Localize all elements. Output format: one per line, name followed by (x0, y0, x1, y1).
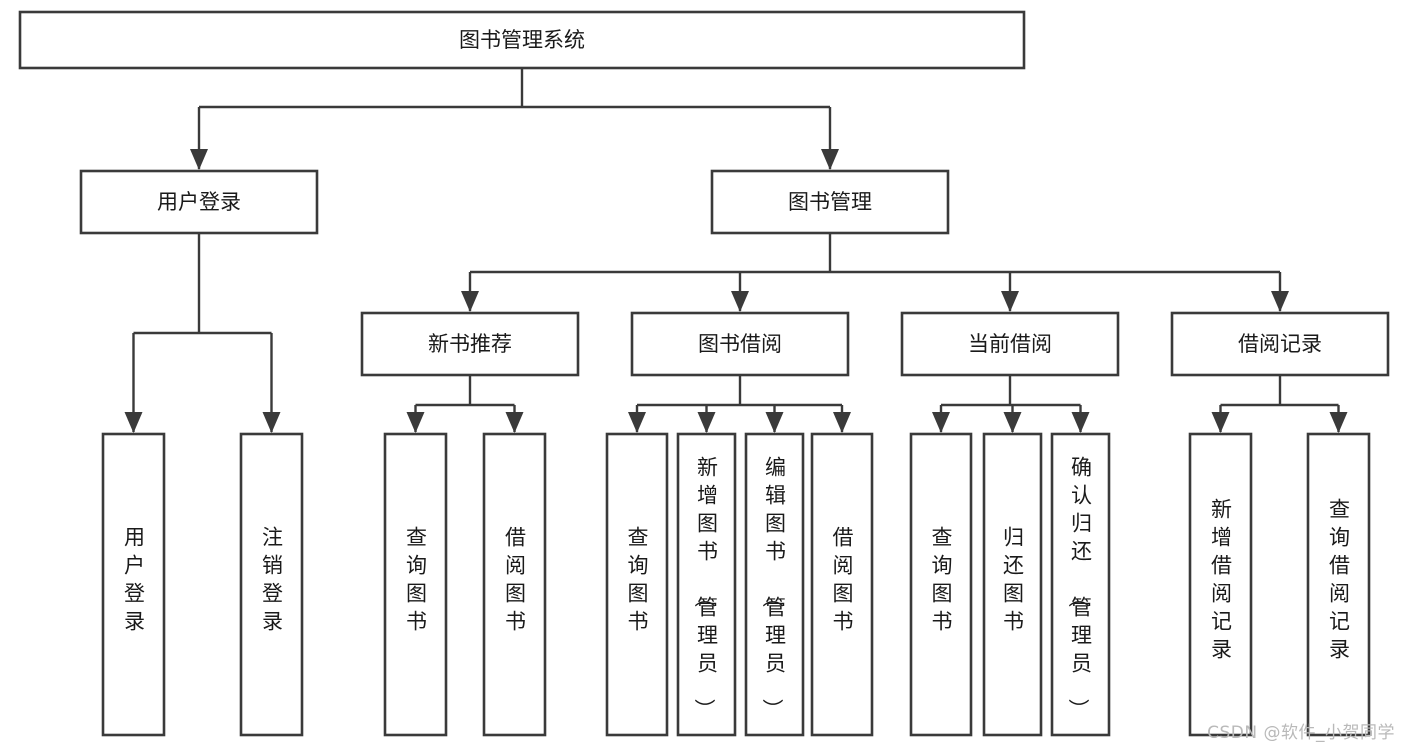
node-rect (982, 432, 1043, 737)
arrow-head-icon (505, 412, 524, 433)
node-rect (900, 311, 1120, 377)
node-label: 借阅图书 (505, 526, 526, 634)
arrow-head-icon (932, 412, 950, 433)
node-label: 查询图书 (406, 526, 427, 634)
arrow-head-icon (1001, 291, 1019, 312)
watermark-label: CSDN @软件_小贺同学 (1207, 723, 1395, 743)
leaf-node-10[interactable]: 确认归还（管理员） (1050, 432, 1111, 737)
arrow-head-icon (697, 412, 716, 433)
leaf-node-4[interactable]: 查询图书 (605, 432, 669, 737)
node-rect (482, 432, 547, 737)
level3-node-3[interactable]: 借阅记录 (1170, 311, 1390, 377)
node-rect (710, 169, 950, 235)
leaf-node-11[interactable]: 新增借阅记录 (1188, 432, 1253, 737)
node-rect (1050, 432, 1111, 737)
node-label: 查询借阅记录 (1329, 498, 1350, 662)
node-label: 用户登录 (157, 190, 241, 214)
leaf-node-2[interactable]: 查询图书 (383, 432, 448, 737)
node-label: 归还图书 (1003, 526, 1024, 634)
level3-node-1[interactable]: 图书借阅 (630, 311, 850, 377)
node-rect (101, 432, 166, 737)
node-rect (909, 432, 973, 737)
node-rect (744, 432, 805, 737)
leaf-node-12[interactable]: 查询借阅记录 (1306, 432, 1371, 737)
arrow-head-icon (406, 412, 425, 433)
connector-layer (124, 68, 1348, 433)
node-label: 查询图书 (932, 526, 953, 634)
node-rect (383, 432, 448, 737)
node-rect (18, 10, 1026, 70)
node-label: 图书借阅 (698, 332, 782, 356)
arrow-head-icon (1003, 412, 1022, 433)
level3-node-2[interactable]: 当前借阅 (900, 311, 1120, 377)
node-label: 图书管理 (788, 190, 872, 214)
leaf-node-0[interactable]: 用户登录 (101, 432, 166, 737)
node-label: 用户登录 (124, 526, 145, 634)
arrow-head-icon (1071, 412, 1090, 433)
node-label: 借阅图书 (833, 526, 854, 634)
arrow-head-icon (731, 291, 749, 312)
node-rect (676, 432, 737, 737)
node-label: 新增借阅记录 (1211, 498, 1232, 662)
node-label: 查询图书 (628, 526, 649, 634)
node-label: 确认归还（管理员） (1066, 456, 1092, 720)
root-node[interactable]: 图书管理系统 (18, 10, 1026, 70)
arrow-head-icon (461, 291, 479, 312)
leaf-node-8[interactable]: 查询图书 (909, 432, 973, 737)
level3-node-0[interactable]: 新书推荐 (360, 311, 580, 377)
node-rect (1170, 311, 1390, 377)
leaf-node-1[interactable]: 注销登录 (239, 432, 304, 737)
node-label: 新增图书（管理员） (692, 456, 718, 720)
node-rect (810, 432, 874, 737)
leaf-node-3[interactable]: 借阅图书 (482, 432, 547, 737)
leaf-node-6[interactable]: 编辑图书（管理员） (744, 432, 805, 737)
node-label: 图书管理系统 (459, 28, 585, 52)
node-label: 借阅记录 (1238, 332, 1322, 356)
node-label: 新书推荐 (428, 332, 512, 356)
arrow-head-icon (821, 149, 839, 170)
arrow-head-icon (1211, 412, 1230, 433)
arrow-head-icon (833, 412, 851, 433)
arrow-head-icon (1271, 291, 1289, 312)
node-rect (360, 311, 580, 377)
arrow-head-icon (124, 412, 143, 433)
node-layer: 图书管理系统用户登录图书管理新书推荐图书借阅当前借阅借阅记录用户登录注销登录查询… (18, 10, 1390, 737)
node-label: 当前借阅 (968, 332, 1052, 356)
level2-node-0[interactable]: 用户登录 (79, 169, 319, 235)
arrow-head-icon (190, 149, 208, 170)
node-rect (79, 169, 319, 235)
node-rect (239, 432, 304, 737)
level2-node-1[interactable]: 图书管理 (710, 169, 950, 235)
arrow-head-icon (1329, 412, 1348, 433)
node-rect (1188, 432, 1253, 737)
arrow-head-icon (628, 412, 646, 433)
node-rect (1306, 432, 1371, 737)
node-label: 注销登录 (262, 526, 283, 634)
arrow-head-icon (262, 412, 281, 433)
leaf-node-5[interactable]: 新增图书（管理员） (676, 432, 737, 737)
leaf-node-9[interactable]: 归还图书 (982, 432, 1043, 737)
node-label: 编辑图书（管理员） (760, 456, 786, 720)
arrow-head-icon (765, 412, 784, 433)
node-rect (630, 311, 850, 377)
node-rect (605, 432, 669, 737)
leaf-node-7[interactable]: 借阅图书 (810, 432, 874, 737)
